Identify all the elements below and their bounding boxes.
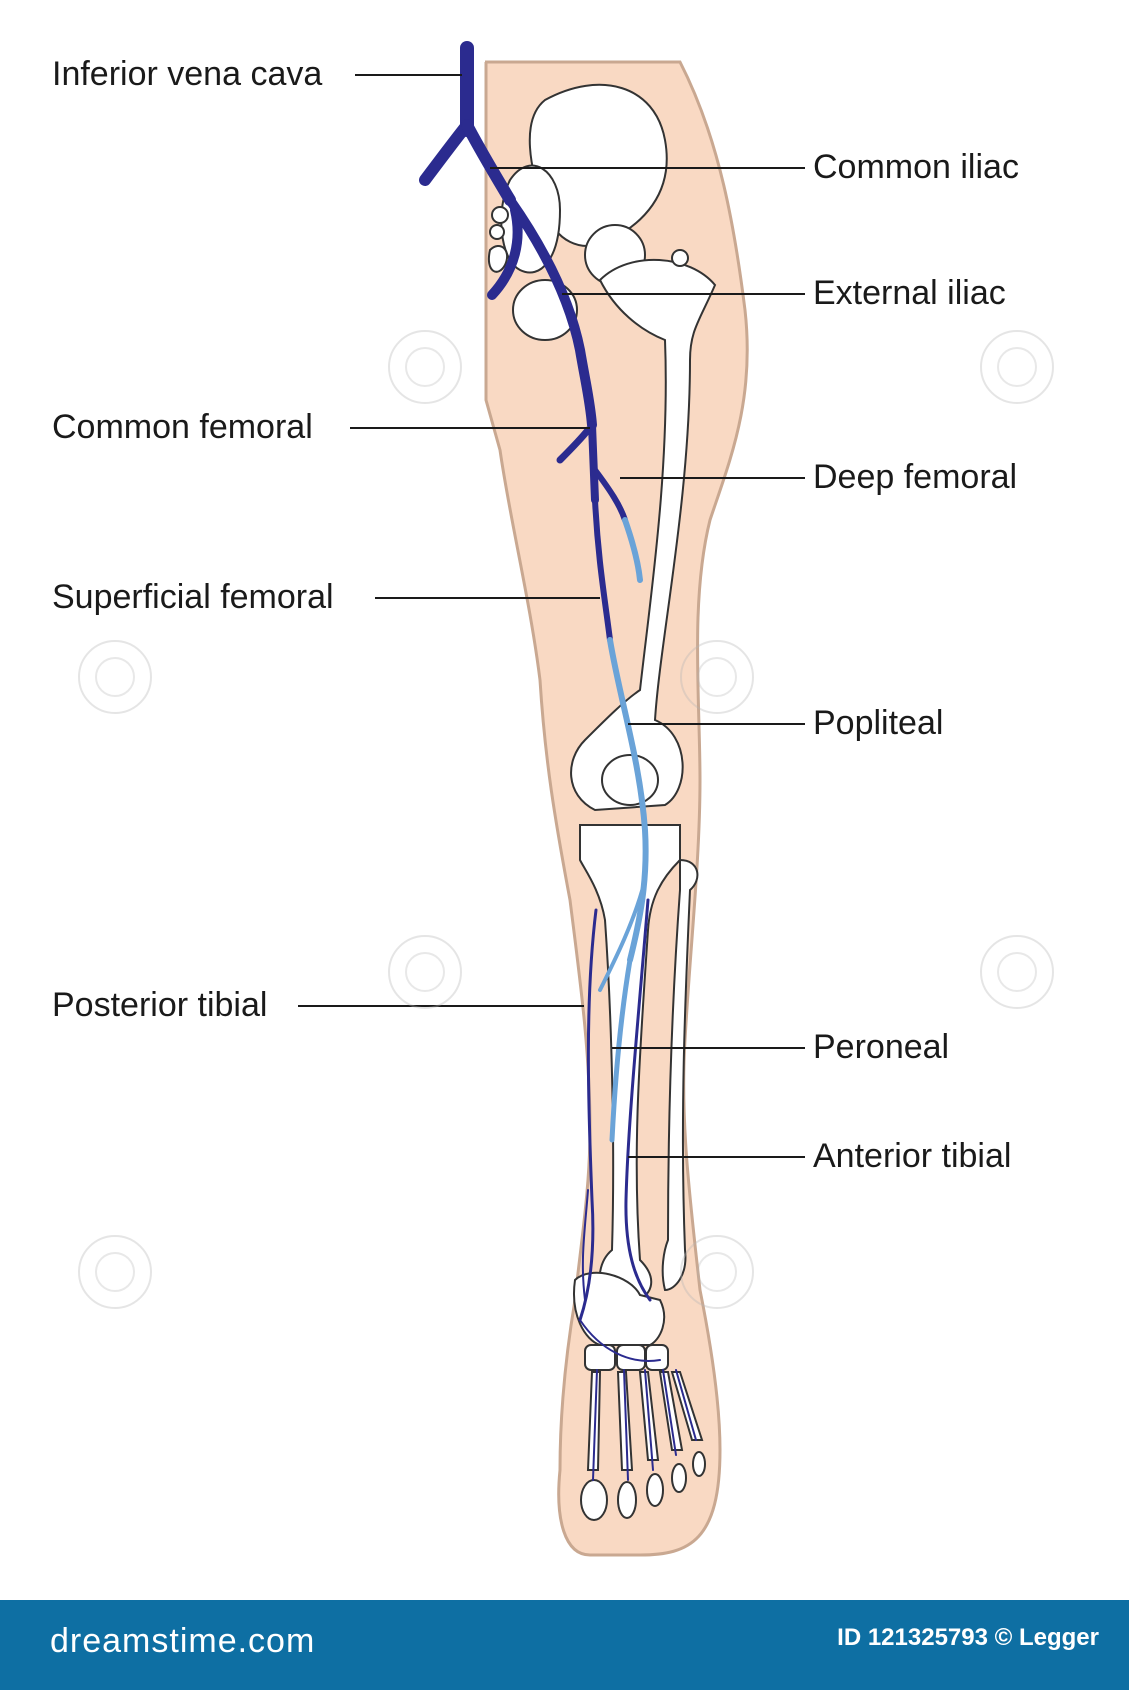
leg-illustration	[0, 0, 1129, 1600]
vein-common-femoral	[592, 425, 595, 500]
image-credit: ID 121325793 © Legger	[837, 1624, 1099, 1652]
watermark-swirl-icon	[680, 640, 754, 714]
watermark-swirl-icon	[680, 1235, 754, 1309]
brand-logo: dreamstime.com	[50, 1622, 315, 1661]
label-deep-femoral: Deep femoral	[813, 457, 1017, 497]
label-inferior-vena-cava: Inferior vena cava	[52, 54, 322, 94]
label-peroneal: Peroneal	[813, 1027, 949, 1067]
label-superficial-femoral: Superficial femoral	[52, 577, 334, 617]
watermark-swirl-icon	[78, 1235, 152, 1309]
patella	[602, 755, 658, 805]
label-common-femoral: Common femoral	[52, 407, 313, 447]
watermark-swirl-icon	[388, 935, 462, 1009]
footer-bar: dreamstime.com ID 121325793 © Legger	[0, 1600, 1129, 1690]
watermark-swirl-icon	[980, 935, 1054, 1009]
label-common-iliac: Common iliac	[813, 147, 1019, 187]
label-posterior-tibial: Posterior tibial	[52, 985, 267, 1025]
diagram: Inferior vena cava Common iliac External…	[0, 0, 1129, 1600]
watermark-swirl-icon	[980, 330, 1054, 404]
vein-common-iliac-left	[425, 125, 467, 180]
label-anterior-tibial: Anterior tibial	[813, 1136, 1011, 1176]
watermark-swirl-icon	[388, 330, 462, 404]
label-external-iliac: External iliac	[813, 273, 1006, 313]
label-popliteal: Popliteal	[813, 703, 943, 743]
watermark-swirl-icon	[78, 640, 152, 714]
